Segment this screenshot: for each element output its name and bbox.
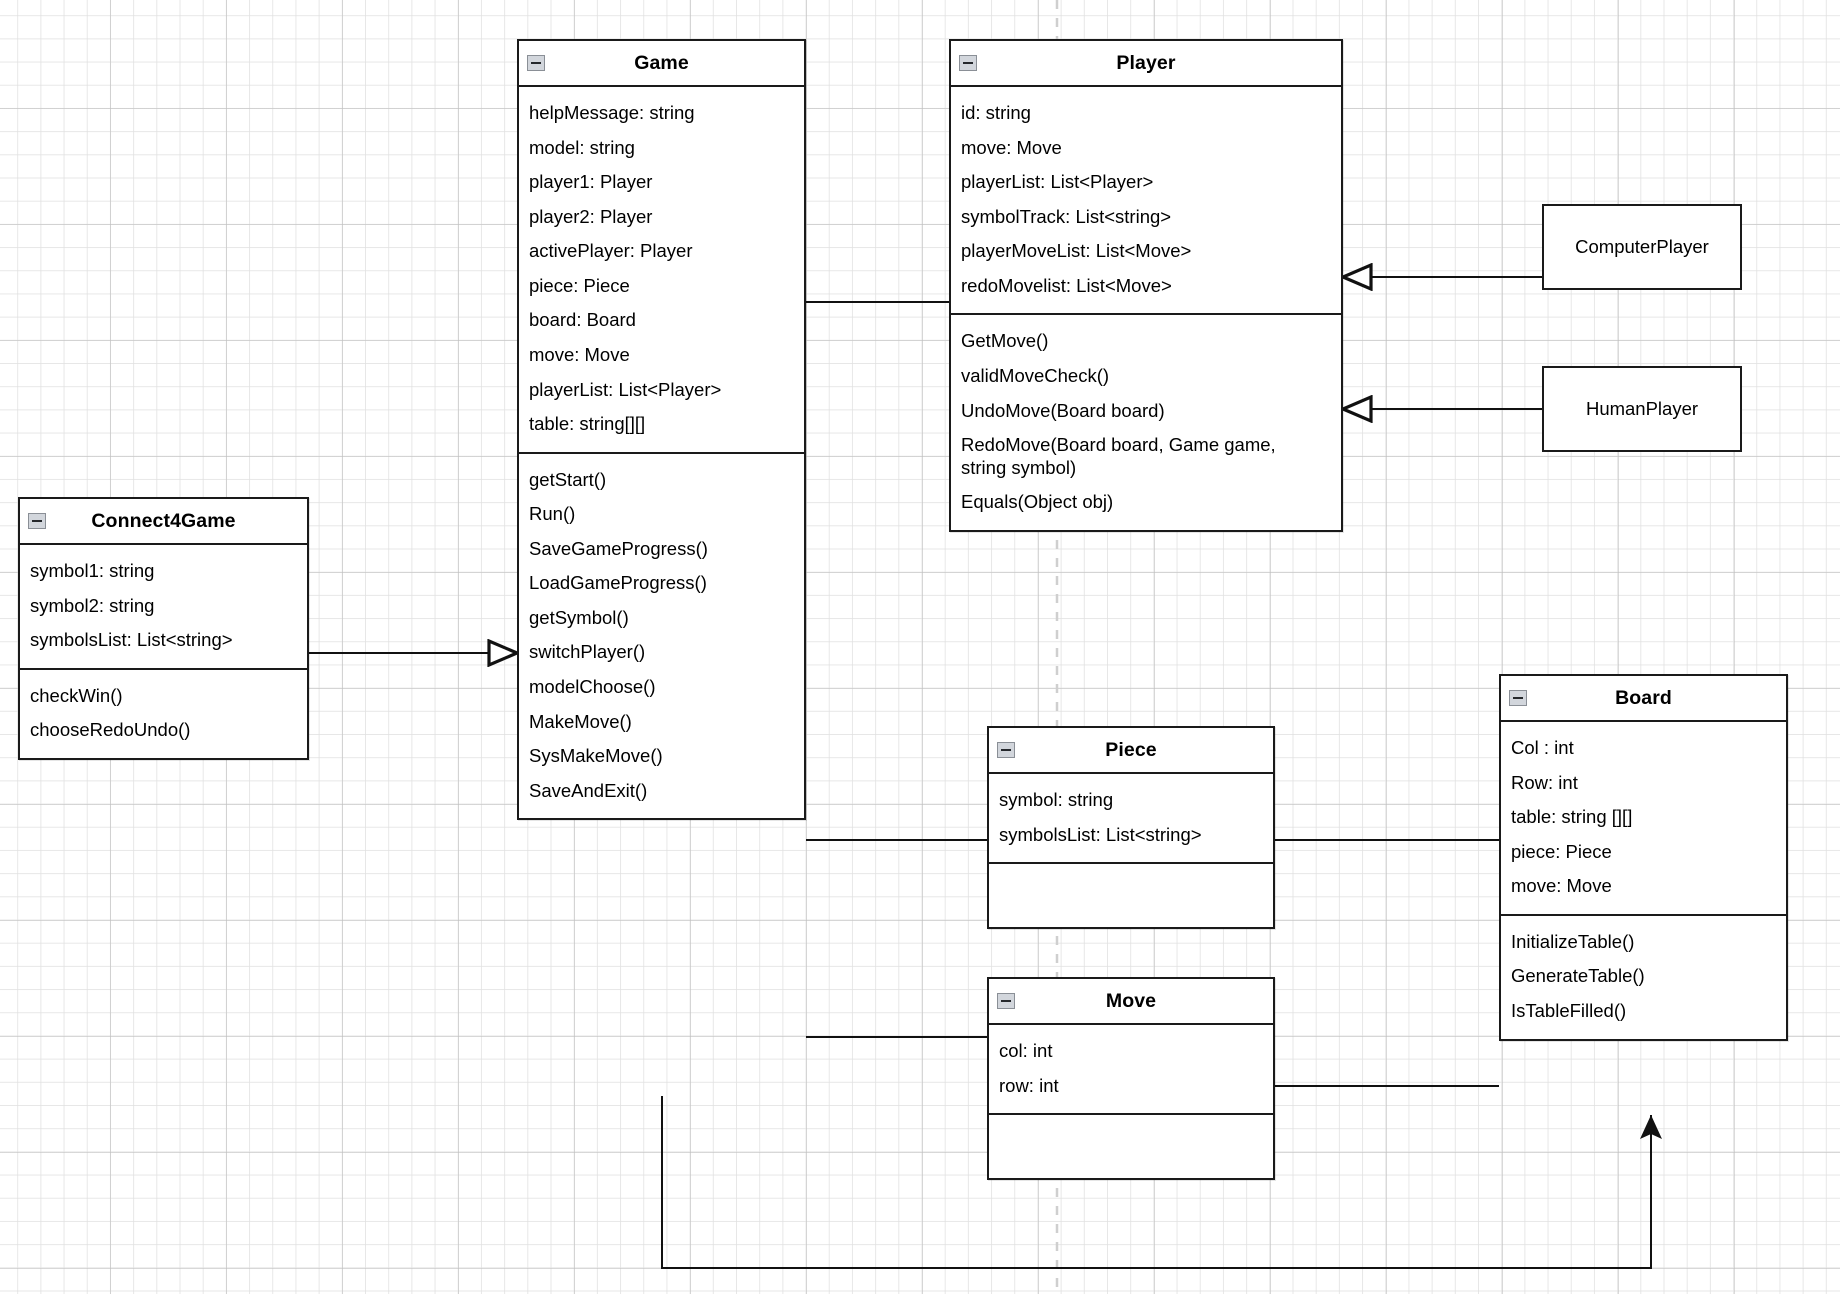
- class-title: Board: [1615, 686, 1672, 709]
- attribute-item: symbol: string: [999, 789, 1114, 810]
- class-header-game: Game: [519, 41, 804, 87]
- attribute-item: board: Board: [529, 309, 636, 331]
- method-item: modelChoose(): [529, 676, 656, 697]
- methods-compartment: GetMove() validMoveCheck() UndoMove(Boar…: [951, 315, 1341, 529]
- attribute-item: table: string [][]: [1511, 806, 1633, 828]
- attribute-item: activePlayer: Player: [529, 240, 693, 262]
- class-title: Move: [1105, 989, 1157, 1012]
- attribute-item: model: string: [529, 136, 635, 158]
- method-item: Run(): [529, 503, 576, 525]
- method-item: switchPlayer(): [529, 641, 646, 663]
- method-item: LoadGameProgress(): [529, 572, 707, 594]
- attribute-item: player2: Player: [529, 205, 653, 227]
- class-title: Connect4Game: [91, 509, 236, 532]
- class-header-piece: Piece: [989, 728, 1273, 774]
- class-box-board[interactable]: Board Col : int Row: int table: string […: [1499, 674, 1788, 1041]
- method-item: UndoMove(Board board): [961, 399, 1165, 421]
- attribute-item: symbolTrack: List<string>: [961, 205, 1172, 227]
- class-title: HumanPlayer: [1585, 398, 1699, 419]
- method-item: SaveGameProgress(): [529, 537, 708, 559]
- attributes-compartment: helpMessage: string model: string player…: [519, 87, 804, 454]
- class-box-move[interactable]: Move col: int row: int: [987, 977, 1275, 1181]
- attribute-item: piece: Piece: [529, 274, 630, 296]
- collapse-icon[interactable]: [28, 513, 46, 529]
- method-item: RedoMove(Board board, Game game, string …: [961, 434, 1281, 478]
- attribute-item: playerList: List<Player>: [529, 378, 722, 400]
- attribute-item: symbolsList: List<string>: [30, 629, 233, 651]
- method-item: GetMove(): [961, 330, 1049, 352]
- class-box-connect4game[interactable]: Connect4Game symbol1: string symbol2: st…: [18, 497, 309, 760]
- class-box-game[interactable]: Game helpMessage: string model: string p…: [517, 39, 806, 821]
- method-item: validMoveCheck(): [961, 364, 1110, 386]
- class-box-piece[interactable]: Piece symbol: string symbolsList: List<s…: [987, 726, 1275, 930]
- methods-compartment: checkWin() chooseRedoUndo(): [20, 670, 307, 758]
- method-item: SaveAndExit(): [529, 779, 648, 801]
- class-title: Piece: [1105, 738, 1157, 761]
- attribute-item: col: int: [999, 1040, 1053, 1061]
- collapse-icon[interactable]: [1509, 690, 1527, 706]
- collapse-icon[interactable]: [997, 742, 1015, 758]
- methods-compartment: getStart() Run() SaveGameProgress() Load…: [519, 454, 804, 819]
- attribute-item: symbolsList: List<string>: [999, 823, 1202, 845]
- method-item: IsTableFilled(): [1511, 999, 1627, 1021]
- method-item: getStart(): [529, 468, 607, 490]
- attribute-item: Col : int: [1511, 737, 1574, 758]
- methods-compartment: InitializeTable() GenerateTable() IsTabl…: [1501, 916, 1786, 1039]
- class-header-connect4game: Connect4Game: [20, 499, 307, 545]
- methods-compartment: [989, 1115, 1273, 1178]
- class-title: ComputerPlayer: [1575, 236, 1709, 257]
- collapse-icon[interactable]: [527, 55, 545, 71]
- attributes-compartment: id: string move: Move playerList: List<P…: [951, 87, 1341, 316]
- attribute-item: Row: int: [1511, 771, 1578, 793]
- attributes-compartment: col: int row: int: [989, 1025, 1273, 1116]
- attribute-item: symbol2: string: [30, 594, 155, 616]
- attribute-item: playerMoveList: List<Move>: [961, 240, 1192, 262]
- class-title: Game: [634, 51, 689, 74]
- attribute-item: symbol1: string: [30, 560, 155, 581]
- class-box-humanplayer[interactable]: HumanPlayer: [1542, 366, 1742, 452]
- attribute-item: helpMessage: string: [529, 102, 695, 123]
- class-title: Player: [1116, 51, 1176, 74]
- method-item: MakeMove(): [529, 710, 632, 732]
- attribute-item: playerList: List<Player>: [961, 171, 1154, 193]
- collapse-icon[interactable]: [997, 993, 1015, 1009]
- method-item: InitializeTable(): [1511, 930, 1635, 952]
- class-header-player: Player: [951, 41, 1341, 87]
- attribute-item: move: Move: [529, 343, 630, 365]
- method-item: chooseRedoUndo(): [30, 719, 191, 741]
- attribute-item: table: string[][]: [529, 413, 646, 435]
- method-item: GenerateTable(): [1511, 965, 1645, 987]
- attribute-item: move: Move: [961, 136, 1062, 158]
- method-item: Equals(Object obj): [961, 491, 1114, 513]
- collapse-icon[interactable]: [959, 55, 977, 71]
- attributes-compartment: symbol: string symbolsList: List<string>: [989, 774, 1273, 865]
- class-box-computerplayer[interactable]: ComputerPlayer: [1542, 204, 1742, 290]
- attribute-item: piece: Piece: [1511, 840, 1612, 862]
- attribute-item: player1: Player: [529, 171, 653, 193]
- class-box-player[interactable]: Player id: string move: Move playerList:…: [949, 39, 1343, 532]
- method-item: checkWin(): [30, 684, 123, 706]
- attribute-item: row: int: [999, 1074, 1059, 1096]
- method-item: getSymbol(): [529, 606, 629, 628]
- attribute-item: move: Move: [1511, 875, 1612, 897]
- methods-compartment: [989, 864, 1273, 927]
- attributes-compartment: symbol1: string symbol2: string symbolsL…: [20, 545, 307, 670]
- class-header-board: Board: [1501, 676, 1786, 722]
- attributes-compartment: Col : int Row: int table: string [][] pi…: [1501, 722, 1786, 916]
- class-header-move: Move: [989, 979, 1273, 1025]
- attribute-item: redoMovelist: List<Move>: [961, 274, 1172, 296]
- method-item: SysMakeMove(): [529, 745, 663, 767]
- attribute-item: id: string: [961, 102, 1031, 123]
